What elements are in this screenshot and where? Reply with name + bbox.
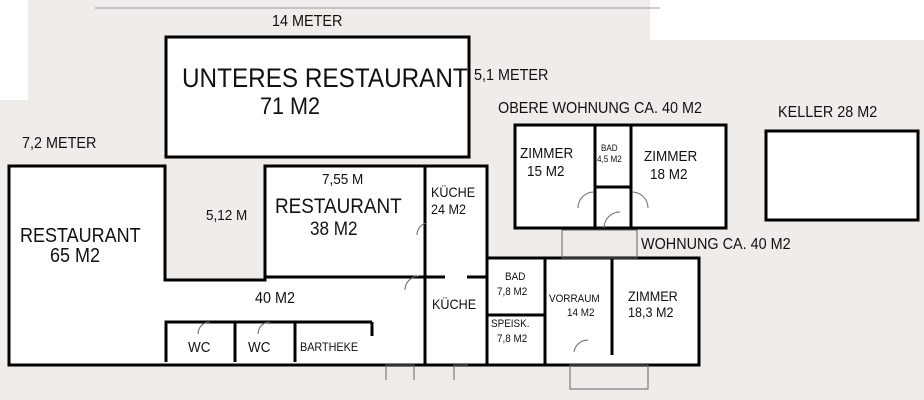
dim-top-width: 14 METER: [272, 13, 343, 30]
room-label: KÜCHE: [432, 296, 477, 312]
room-label: RESTAURANT: [275, 195, 402, 218]
label-obere-wohnung: OBERE WOHNUNG CA. 40 M2: [498, 100, 703, 117]
room-area: 71 M2: [260, 93, 321, 120]
room-bad-45: [593, 123, 633, 189]
room-area: 4,5 M2: [597, 154, 622, 164]
room-label: BAD: [505, 271, 526, 283]
room-label: BARTHEKE: [300, 340, 359, 354]
doors: [197, 191, 649, 390]
room-label: ZIMMER: [644, 148, 698, 165]
room-area: 65 M2: [50, 245, 101, 267]
room-area: 40 M2: [255, 290, 296, 307]
dim-restaurant-height: 5,12 M: [206, 207, 248, 224]
room-restaurant-38: [263, 164, 427, 279]
room-area: 7,8 M2: [497, 333, 528, 345]
room-label: RESTAURANT: [20, 225, 141, 247]
room-area: 7,8 M2: [497, 286, 528, 298]
room-label: BAD: [601, 143, 618, 153]
dim-left-height: 7,2 METER: [22, 135, 97, 152]
room-label: UNTERES RESTAURANT: [182, 63, 468, 93]
dim-top-height: 5,1 METER: [474, 67, 549, 84]
room-label: SPEISK.: [491, 318, 530, 330]
room-unteres-restaurant: [164, 35, 471, 159]
room-area: 38 M2: [310, 219, 358, 240]
room-area: 24 M2: [431, 201, 467, 217]
background-patch: [650, 0, 924, 40]
room-label: WC: [248, 339, 271, 356]
room-label: KÜCHE: [431, 184, 476, 200]
room-area: 14 M2: [567, 307, 595, 319]
room-label: VORRAUM: [549, 293, 600, 305]
room-label: WC: [188, 339, 211, 356]
background-patch: [0, 0, 28, 100]
room-area: 18 M2: [650, 166, 688, 183]
label-keller: KELLER 28 M2: [778, 104, 878, 121]
dim-restaurant-width: 7,55 M: [322, 171, 364, 188]
apartment-lower: [485, 256, 701, 367]
room-label: ZIMMER: [520, 145, 574, 162]
label-wohnung: WOHNUNG CA. 40 M2: [641, 236, 791, 253]
room-area: 18,3 M2: [628, 304, 674, 320]
room-area: 15 M2: [527, 163, 565, 180]
room-keller: [764, 129, 920, 222]
room-label: ZIMMER: [628, 288, 678, 304]
